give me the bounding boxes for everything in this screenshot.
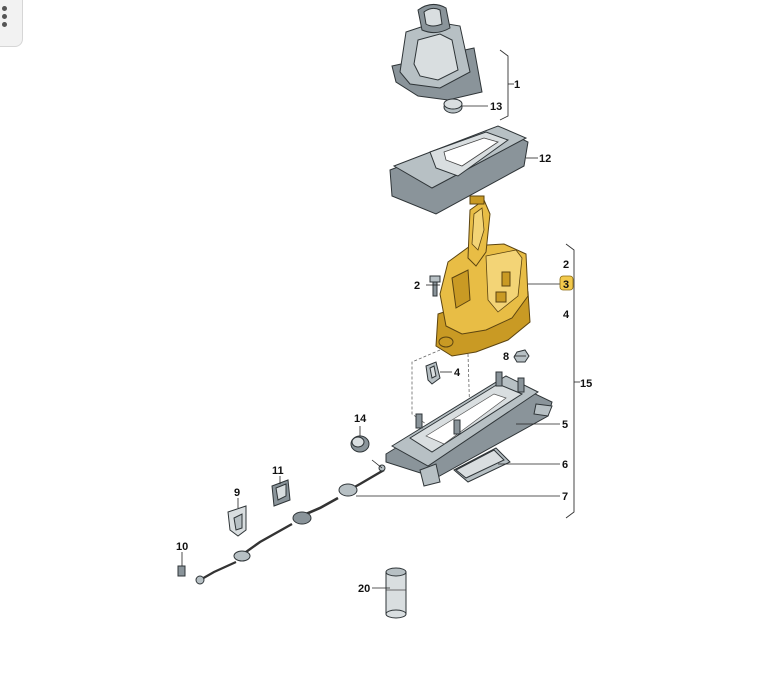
menu-dot-icon <box>2 14 7 19</box>
callout-15[interactable]: 15 <box>580 378 592 390</box>
callout-2[interactable]: 2 <box>414 280 420 292</box>
callout-3-highlight <box>559 275 574 291</box>
callout-20[interactable]: 20 <box>358 583 370 595</box>
callout-2-side[interactable]: 2 <box>563 259 569 271</box>
callout-12[interactable]: 12 <box>539 153 551 165</box>
part-6-pad[interactable] <box>453 447 511 483</box>
menu-tab[interactable] <box>0 0 23 47</box>
part-5-base-bracket[interactable] <box>385 371 553 487</box>
callout-1[interactable]: 1 <box>514 79 520 91</box>
callout-3[interactable]: 3 <box>563 279 569 291</box>
part-14-cap[interactable] <box>350 435 370 453</box>
callout-7[interactable]: 7 <box>562 491 568 503</box>
callout-6[interactable]: 6 <box>562 459 568 471</box>
part-13-ring[interactable] <box>443 98 463 114</box>
callout-5[interactable]: 5 <box>562 419 568 431</box>
part-1-shift-boot[interactable] <box>391 4 483 101</box>
callout-10[interactable]: 10 <box>176 541 188 553</box>
part-7-shift-cable[interactable] <box>195 464 386 585</box>
part-10-small-clip[interactable] <box>177 565 186 577</box>
callout-8[interactable]: 8 <box>503 351 509 363</box>
callout-labels: 1 13 12 2 3 2 4 4 8 15 14 5 6 11 7 9 10 … <box>176 79 592 595</box>
part-12-cover[interactable] <box>389 125 529 215</box>
group-brackets <box>499 49 580 519</box>
part-3-shifter-housing[interactable] <box>435 195 531 357</box>
menu-dot-icon <box>2 6 7 11</box>
part-11-clip[interactable] <box>271 479 291 507</box>
part-4-clip[interactable] <box>425 361 441 385</box>
callout-4[interactable]: 4 <box>454 367 461 379</box>
part-9-retainer[interactable] <box>227 505 247 537</box>
leader-lines <box>181 105 562 589</box>
callout-14[interactable]: 14 <box>354 413 367 425</box>
menu-dot-icon <box>2 22 7 27</box>
part-2-screw[interactable] <box>429 275 441 297</box>
part-20-cylinder[interactable] <box>385 567 407 619</box>
callout-13[interactable]: 13 <box>490 101 502 113</box>
callout-4-side[interactable]: 4 <box>563 309 570 321</box>
callout-9[interactable]: 9 <box>234 487 240 499</box>
callout-11[interactable]: 11 <box>272 465 284 477</box>
